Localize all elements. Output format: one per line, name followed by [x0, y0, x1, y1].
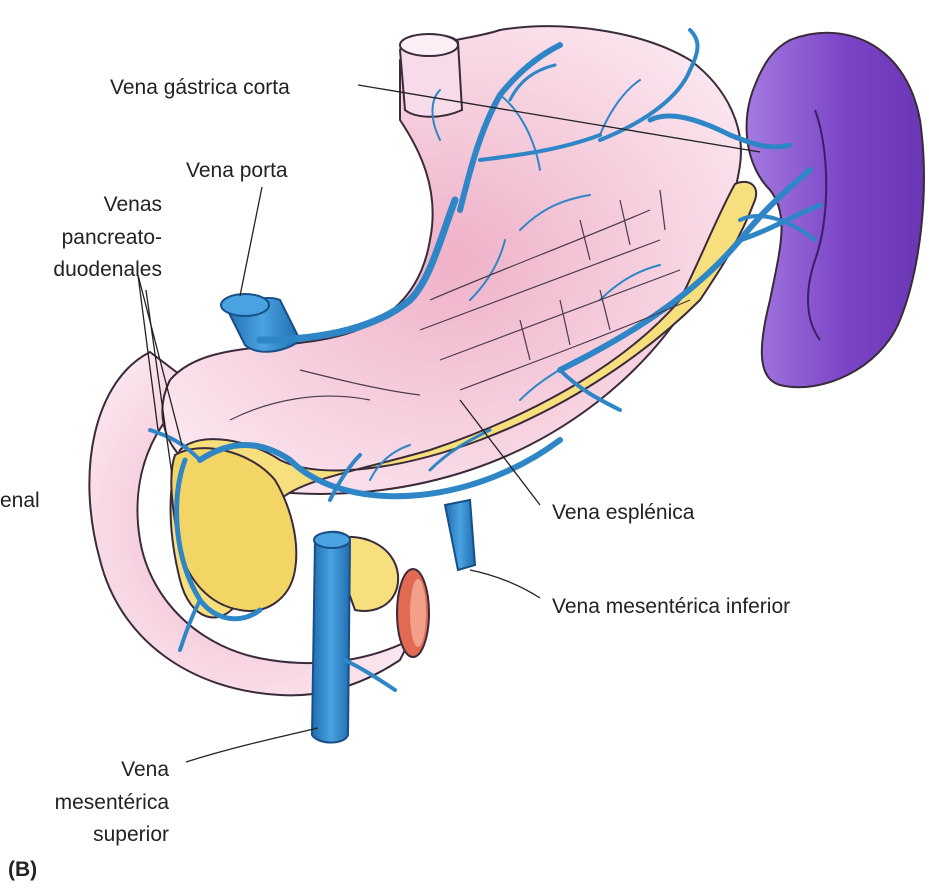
leader-portal	[240, 187, 262, 296]
label-superior-mesenteric-line3: superior	[93, 822, 169, 847]
label-portal-vein: Vena porta	[186, 158, 288, 183]
esophagus-opening	[400, 34, 458, 56]
leader-inferior-mesenteric	[470, 570, 540, 598]
spleen	[747, 33, 924, 387]
portal-vein-opening	[221, 294, 269, 316]
inferior-mesenteric-vein	[445, 500, 475, 570]
smv-opening	[314, 532, 350, 548]
label-splenic-vein: Vena esplénica	[552, 500, 694, 525]
superior-mesenteric-vein	[312, 532, 350, 743]
label-pancreatoduodenal-line2: pancreato-	[62, 225, 162, 250]
leader-superior-mesenteric	[186, 728, 318, 762]
label-superior-mesenteric-line1: Vena	[121, 757, 169, 782]
label-inferior-mesenteric-vein: Vena mesentérica inferior	[552, 594, 790, 619]
label-partial-left: enal	[0, 488, 40, 513]
label-short-gastric-vein: Vena gástrica corta	[110, 75, 290, 100]
label-pancreatoduodenal-line3: duodenales	[53, 257, 162, 282]
colon-end-inner	[410, 579, 426, 647]
label-superior-mesenteric-line2: mesentérica	[55, 790, 169, 815]
label-pancreatoduodenal-line1: Venas	[104, 192, 162, 217]
panel-label: (B)	[8, 857, 37, 882]
